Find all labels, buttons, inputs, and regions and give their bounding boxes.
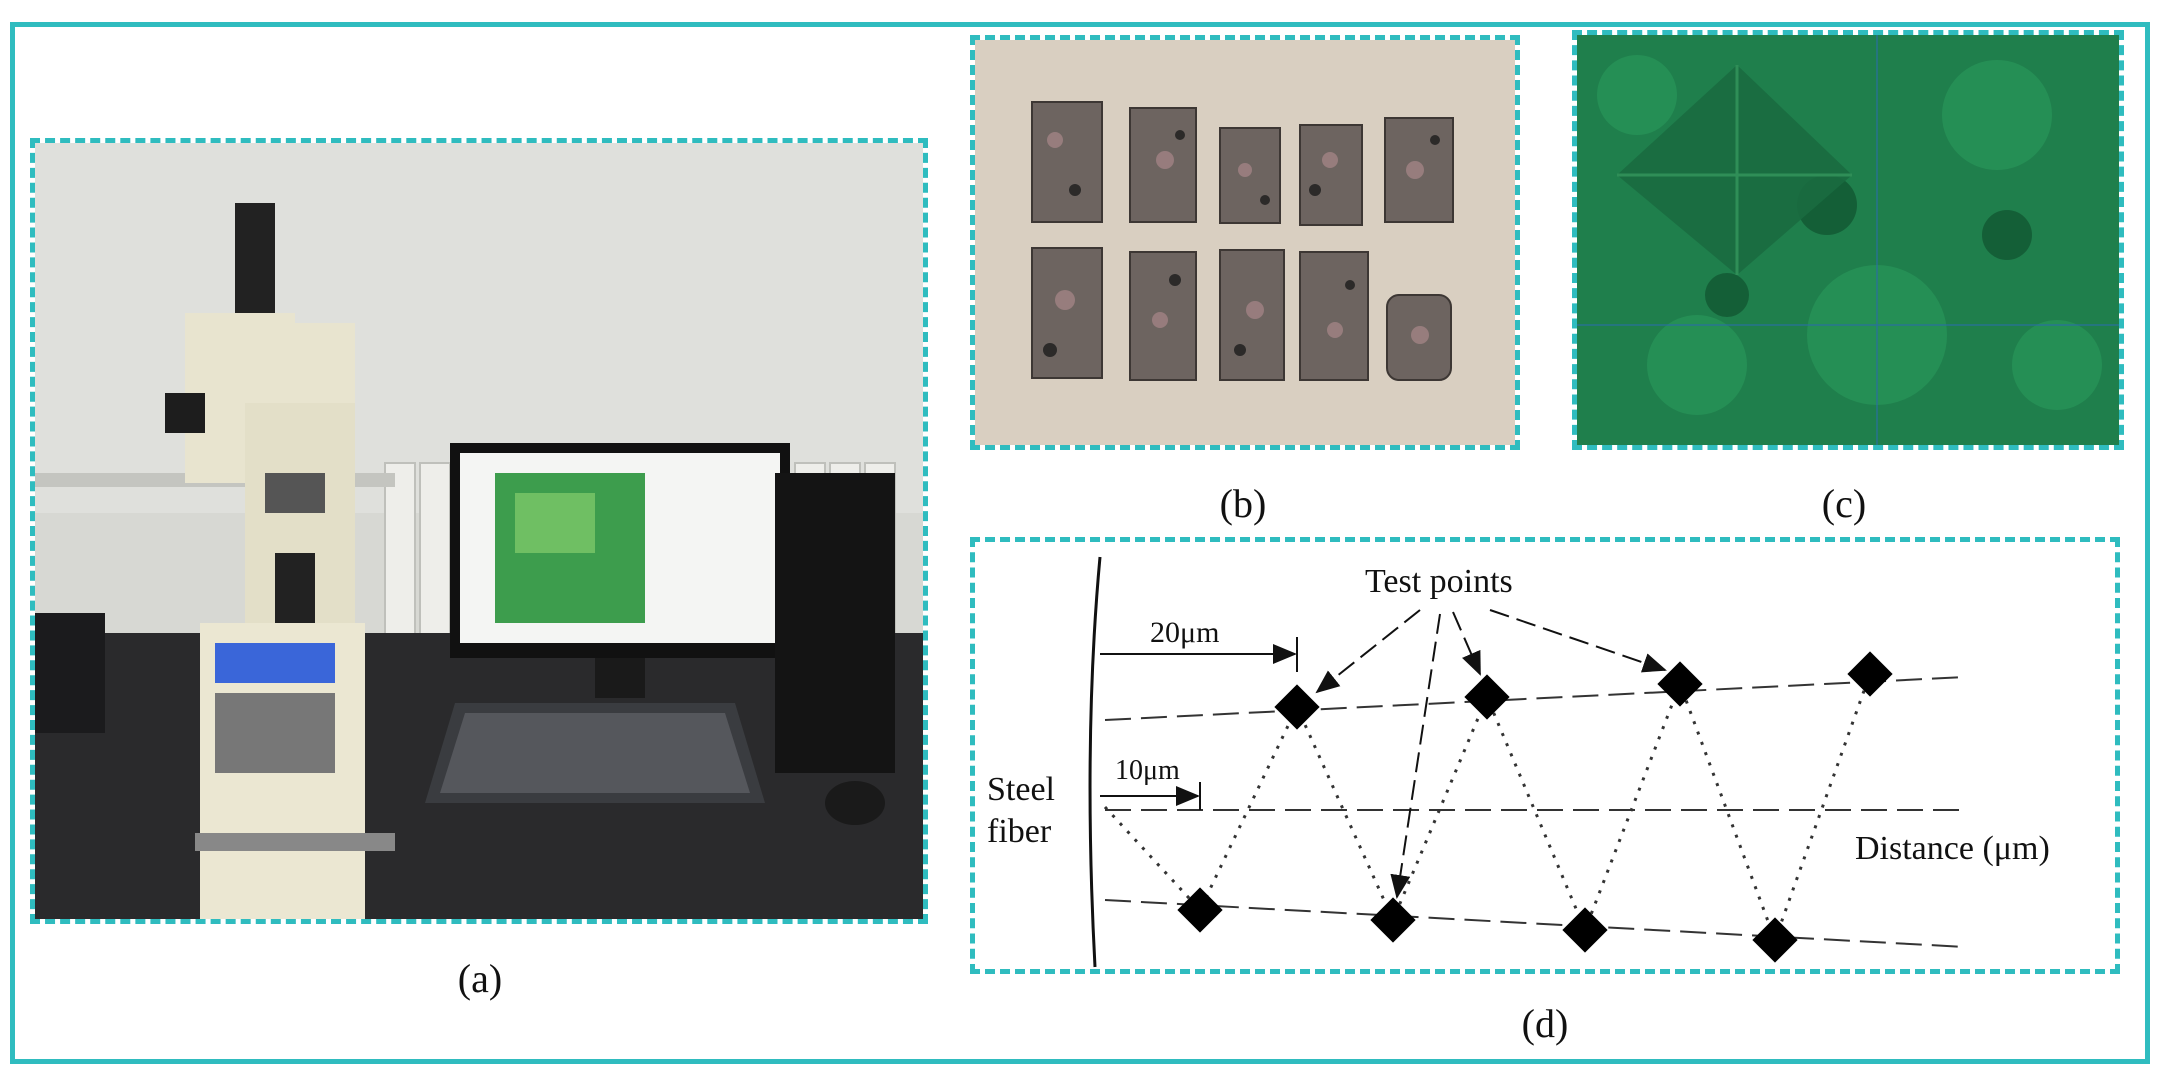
panel-c-label: (c) [1821,481,1867,526]
test-point [1370,897,1416,943]
leader-arrow [1489,609,1667,673]
test-points-label: Test points [1365,563,1513,600]
test-point [1464,674,1510,720]
indentation-micrograph [1577,35,2119,445]
panel-b-frame [970,35,1520,450]
panel-b-label: (b) [1219,481,1267,526]
panel-a-frame [30,138,928,924]
lower-row-line [1104,899,1966,948]
test-point [1177,887,1223,933]
fiber-label: fiber [987,813,1052,850]
fiber-edge-line [1088,556,1102,968]
microhardness-tester-photo [35,143,923,919]
distance-label: Distance (μm) [1855,830,2050,867]
test-point [1752,917,1798,963]
test-point [1562,907,1608,953]
panel-d-frame: Test points 20μm 10μm Steel fiber Distan… [970,537,2120,974]
test-point-diagram: Test points 20μm 10μm Steel fiber Distan… [987,556,2050,968]
upper-row-line [1104,676,1966,721]
specimen-photo [975,40,1515,445]
dimension-10-label: 10μm [1115,755,1180,786]
leader-arrow [1315,609,1421,694]
figure-frame [10,22,2150,1064]
test-point [1274,684,1320,730]
test-point [1657,661,1703,707]
dimension-20-label: 20μm [1150,616,1219,649]
panel-a-label: (a) [457,956,503,1001]
test-point [1847,651,1893,697]
panel-d-label: (d) [1521,1001,1569,1046]
leader-arrow [1390,613,1441,899]
leader-arrow [1452,611,1481,676]
steel-label: Steel [987,771,1055,808]
panel-c-frame [1572,30,2124,450]
